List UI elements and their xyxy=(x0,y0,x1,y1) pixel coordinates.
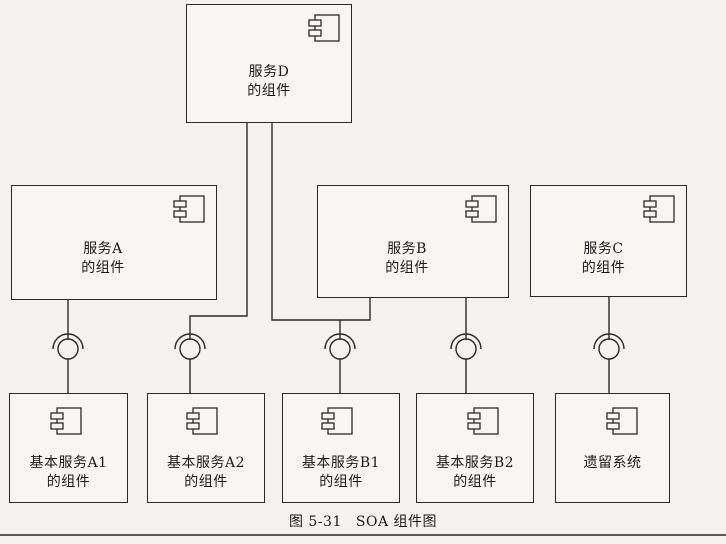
socket-a1 xyxy=(52,333,84,350)
socket-b1 xyxy=(324,333,356,350)
connector-a2-to-service-d xyxy=(189,123,248,340)
component-icon xyxy=(467,407,499,435)
ball-legacy xyxy=(598,338,620,360)
label-line-2: 的组件 xyxy=(581,260,626,276)
component-label: 基本服务B1 的组件 xyxy=(283,454,399,492)
figure-title: SOA 组件图 xyxy=(355,514,438,530)
component-icon xyxy=(465,195,497,223)
component-label: 服务A 的组件 xyxy=(12,240,194,278)
label-line-1: 服务B xyxy=(387,241,427,257)
connector-b1-to-service-b xyxy=(340,298,371,321)
label-line-1: 基本服务B1 xyxy=(301,455,381,471)
page-divider xyxy=(0,534,726,536)
component-label: 服务D 的组件 xyxy=(187,63,351,101)
label-line-1: 基本服务A2 xyxy=(166,455,246,471)
component-label: 服务C 的组件 xyxy=(531,240,676,278)
label-line-2: 的组件 xyxy=(46,474,91,490)
component-label: 基本服务A1 的组件 xyxy=(10,454,127,492)
component-service-c: 服务C 的组件 xyxy=(530,185,687,297)
label-line-1: 服务C xyxy=(583,241,624,257)
component-basic-b2: 基本服务B2 的组件 xyxy=(416,393,534,503)
socket-b2 xyxy=(450,333,482,350)
component-icon xyxy=(173,195,205,223)
component-icon xyxy=(643,195,675,223)
label-line-1: 服务D xyxy=(248,64,290,80)
label-line-1: 服务A xyxy=(83,241,123,257)
label-line-1: 基本服务B2 xyxy=(435,455,515,471)
component-service-d: 服务D 的组件 xyxy=(186,4,352,123)
ball-b2 xyxy=(455,338,477,360)
component-label: 基本服务A2 的组件 xyxy=(148,454,264,492)
component-label: 基本服务B2 的组件 xyxy=(417,454,533,492)
socket-a2 xyxy=(174,333,206,350)
label-line-1: 基本服务A1 xyxy=(29,455,108,471)
component-icon xyxy=(321,407,353,435)
component-icon xyxy=(186,407,218,435)
ball-a2 xyxy=(179,338,201,360)
component-icon xyxy=(606,407,638,435)
ball-a1 xyxy=(57,338,79,360)
label-line-2: 的组件 xyxy=(81,260,125,276)
figure-number: 图 5-31 xyxy=(288,514,342,530)
label-line-1: 遗留系统 xyxy=(583,455,642,471)
component-basic-b1: 基本服务B1 的组件 xyxy=(282,393,400,503)
component-service-b: 服务B 的组件 xyxy=(317,185,509,298)
figure-caption: 图 5-31 SOA 组件图 xyxy=(0,511,726,531)
component-icon xyxy=(308,14,340,42)
component-service-a: 服务A 的组件 xyxy=(11,185,217,300)
component-basic-a2: 基本服务A2 的组件 xyxy=(147,393,265,503)
label-line-2: 的组件 xyxy=(184,474,228,490)
component-legacy-system: 遗留系统 xyxy=(555,393,670,503)
component-label: 服务B 的组件 xyxy=(318,240,496,278)
connector-b1-to-service-d xyxy=(271,123,341,340)
component-basic-a1: 基本服务A1 的组件 xyxy=(9,393,128,503)
label-line-2: 的组件 xyxy=(385,260,429,276)
component-icon xyxy=(50,407,82,435)
component-label: 遗留系统 xyxy=(556,454,669,473)
socket-legacy xyxy=(593,333,625,350)
label-line-2: 的组件 xyxy=(453,474,497,490)
ball-b1 xyxy=(329,338,351,360)
label-line-2: 的组件 xyxy=(247,83,291,99)
label-line-2: 的组件 xyxy=(319,474,363,490)
